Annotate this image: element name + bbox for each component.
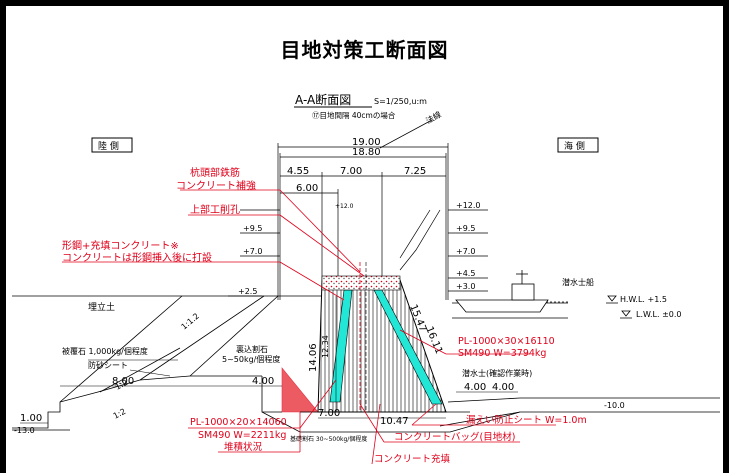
deposit-label: 堆積状況	[224, 441, 263, 453]
concrete-fill-label: コンクリート充填	[374, 453, 451, 465]
diver-boat-icon	[455, 270, 549, 313]
level-left-p95: +9.5	[243, 224, 262, 233]
dim-1234: 12.34	[321, 335, 330, 358]
caisson-structure	[317, 262, 447, 413]
bearing-line	[379, 119, 433, 149]
diver-soil-label: 潜水士(確認作業時)	[462, 368, 532, 378]
dim-600: 6.00	[296, 183, 318, 194]
pile-rebar-label-2: コンクリート補強	[176, 179, 256, 192]
level-right-p70: +7.0	[456, 247, 475, 256]
dim-1047: 10.47	[380, 416, 409, 427]
dim-700: 7.00	[340, 166, 362, 177]
condition-note: ⑰目地間隔 40cmの場合	[312, 110, 396, 120]
diver-boat-label: 潜水士船	[562, 277, 594, 287]
right-level-marks	[399, 209, 488, 292]
bottom-dimension-lines	[20, 385, 518, 424]
pile-rebar-label-1: 杭頭部鉄筋	[190, 166, 240, 179]
backfill-stone-label-1: 裏込割石	[236, 344, 268, 354]
dim-725: 7.25	[404, 166, 426, 177]
level-right-p95: +9.5	[456, 224, 475, 233]
dim-100: 1.00	[20, 413, 42, 424]
foundation-mound	[261, 376, 521, 433]
foundation-stone-label: 基礎割石 30~500kg/個程度	[290, 435, 367, 443]
dim-total-top: 19.00	[352, 137, 381, 148]
steel-fill-label-1: 形鋼+充填コンクリート※	[62, 239, 179, 252]
dim-400-left: 4.00	[252, 376, 274, 387]
dim-700-bottom: 7.00	[318, 408, 340, 419]
sea-side-label: 海 側	[564, 140, 585, 152]
hwl-label: H.W.L. +1.5	[620, 295, 667, 304]
dim-total-second: 18.80	[352, 147, 381, 158]
concrete-bag-label: コンクリートバッグ(目地材)	[394, 431, 515, 443]
level-left-p70: +7.0	[243, 247, 262, 256]
level-left-p25: +2.5	[238, 287, 257, 296]
dim-455: 4.55	[287, 166, 309, 177]
armor-stone-label: 被覆石 1,000kg/個程度	[62, 346, 148, 356]
slope-1-1.2: 1:1.2	[180, 311, 202, 331]
land-side-label: 陸 側	[98, 140, 119, 152]
backfill-stone-label-2: 5~50kg/個程度	[222, 354, 280, 364]
level-right-p120: +12.0	[456, 201, 481, 210]
slope-1-2-b: 1:2	[112, 407, 128, 421]
leak-sheet-label: 漏えい防止シート W=1.0m	[466, 414, 587, 426]
land-side-box	[91, 137, 133, 153]
upper-hole-label: 上部工削孔	[190, 203, 240, 216]
top-dimensions	[277, 143, 449, 300]
pl-left-label-1: PL-1000×20×14060	[190, 417, 287, 428]
sand-sheet-label: 防砂シート	[88, 360, 128, 370]
lwl-triangle-icon	[620, 310, 632, 319]
section-title: A-A断面図	[295, 92, 351, 107]
level-left-p12: +12.0	[335, 203, 354, 210]
deposit-area	[281, 367, 319, 413]
dim-400-right-a: 4.00	[464, 382, 486, 393]
level-m130: -13.0	[14, 426, 35, 435]
hwl-triangle-icon	[606, 295, 618, 304]
pl-left-label-2: SM490 W=2211kg	[198, 430, 286, 441]
sea-side-box	[557, 137, 599, 153]
drawing-title: 目地対策工断面図	[280, 38, 449, 62]
red-leader-lines	[62, 189, 556, 465]
scale-label: S=1/250,u:m	[374, 97, 427, 106]
dim-400-right-b: 4.00	[492, 382, 514, 393]
lwl-label: L.W.L. ±0.0	[636, 310, 682, 319]
pl-right-label-1: PL-1000×30×16110	[458, 336, 555, 347]
level-right-p30: +3.0	[456, 282, 475, 291]
level-m100: -10.0	[604, 401, 625, 410]
level-right-p45: +4.5	[456, 269, 475, 278]
pl-right-label-2: SM490 W=3794kg	[458, 348, 546, 359]
left-embankment	[12, 295, 330, 429]
dim-1406: 14.06	[308, 343, 319, 372]
armor-leader	[129, 369, 171, 377]
steel-fill-label-2: コンクリートは形鋼挿入後に打設	[62, 251, 212, 264]
dim-800: 8.00	[112, 376, 134, 387]
left-level-marks	[12, 209, 280, 431]
reclaimed-soil-label: 埋立土	[88, 301, 115, 313]
